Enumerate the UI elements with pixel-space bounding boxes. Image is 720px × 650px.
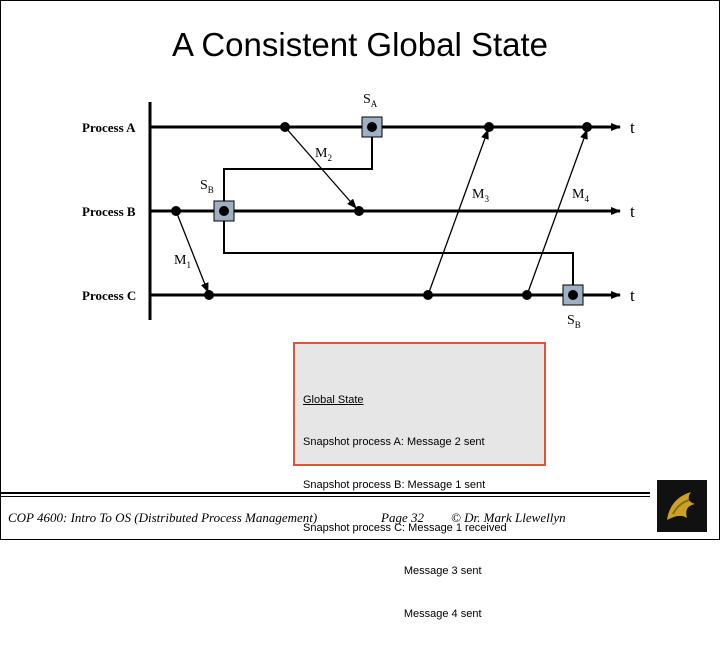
message-m2-arrow: [284, 126, 357, 209]
process-b-label: Process B: [82, 204, 136, 219]
info-line: Message 3 sent: [303, 565, 482, 578]
snapshot-label-sb: SB: [200, 178, 214, 195]
message-label-m2: M2: [315, 146, 332, 163]
footer-divider-thin: [0, 496, 650, 497]
event-dot: [423, 290, 433, 300]
info-line: Snapshot process B: Message 1 sent: [303, 479, 486, 492]
event-dot: [582, 122, 592, 132]
info-line: Snapshot process C: Message 1 received: [303, 522, 507, 535]
global-state-text: Global State Snapshot process A: Message…: [303, 364, 507, 650]
snapshot-cut-line-a-b: [223, 137, 373, 201]
event-dot: [522, 290, 532, 300]
info-line: Message 4 sent: [303, 608, 482, 621]
ucf-pegasus-logo-icon: [657, 480, 707, 532]
message-m3-arrow: [427, 129, 489, 296]
event-dot: [280, 122, 290, 132]
info-heading: Global State: [303, 393, 364, 406]
snapshot-cut-line-b-c: [223, 221, 574, 285]
event-dot: [204, 290, 214, 300]
snapshot-diagram: Process A Process B Process C t t t SA S…: [82, 92, 635, 330]
footer-author: © Dr. Mark Llewellyn: [451, 510, 566, 525]
message-label-m4: M4: [572, 187, 589, 204]
footer-course: COP 4600: Intro To OS (Distributed Proce…: [8, 510, 318, 525]
slide-title: A Consistent Global State: [171, 26, 549, 63]
footer-page: Page 32: [381, 510, 424, 525]
event-dot: [171, 206, 181, 216]
footer-divider: [0, 492, 650, 494]
message-m1-arrow: [175, 210, 209, 293]
time-label-c: t: [630, 286, 635, 305]
time-label-b: t: [630, 202, 635, 221]
snapshot-marker-b: [213, 200, 235, 222]
snapshot-label-sa: SA: [363, 92, 378, 109]
snapshot-marker-c: [562, 284, 584, 306]
snapshot-label-sb-lower: SB: [567, 313, 581, 330]
message-label-m1: M1: [174, 253, 191, 270]
snapshot-marker-a: [361, 116, 383, 138]
event-dot: [484, 122, 494, 132]
message-m4-arrow: [526, 129, 588, 296]
time-label-a: t: [630, 118, 635, 137]
process-a-label: Process A: [82, 120, 136, 135]
global-state-info-box: Global State Snapshot process A: Message…: [293, 342, 546, 620]
message-label-m3: M3: [472, 187, 489, 204]
process-c-label: Process C: [82, 288, 136, 303]
info-line: Snapshot process A: Message 2 sent: [303, 436, 485, 449]
event-dot: [354, 206, 364, 216]
